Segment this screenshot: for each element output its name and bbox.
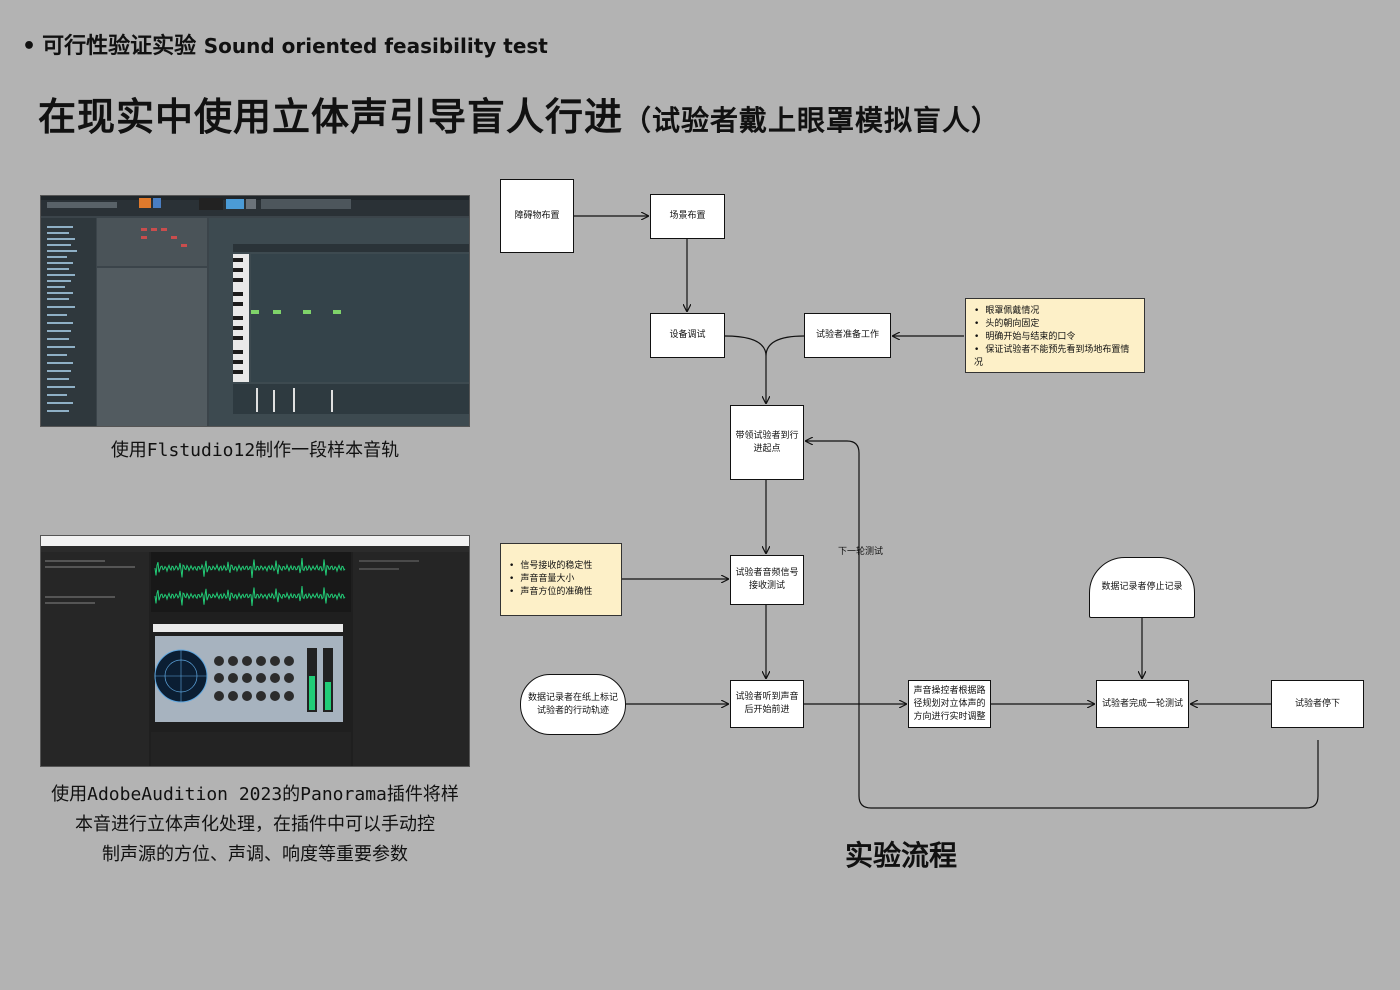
- node-obstacle-setup: 障碍物布置: [500, 179, 574, 253]
- note-item: 声音音量大小: [509, 573, 615, 586]
- node-operator-adjust: 声音操控者根据路径规划对立体声的方向进行实时调整: [908, 680, 991, 728]
- node-scene-setup: 场景布置: [650, 194, 725, 239]
- node-round-complete: 试验者完成一轮测试: [1096, 680, 1189, 728]
- edge-loop-next-round: [806, 441, 1319, 809]
- note-item: 头的朝向固定: [974, 318, 1138, 331]
- bullet-icon: •: [22, 34, 37, 59]
- note-item: 信号接收的稳定性: [509, 560, 615, 573]
- subtitle-en: Sound oriented feasibility test: [203, 34, 548, 58]
- audition-caption: 使用AdobeAudition 2023的Panorama插件将样 本音进行立体…: [40, 780, 470, 870]
- subtitle-cn: 可行性验证实验: [42, 34, 197, 59]
- note-prep-checklist: 眼罩佩戴情况 头的朝向固定 明确开始与结束的口令 保证试验者不能预先看到场地布置…: [965, 298, 1145, 373]
- flstudio-screenshot: [40, 195, 470, 427]
- note-item: 眼罩佩戴情况: [974, 305, 1138, 318]
- audition-caption-line: 制声源的方位、声调、响度等重要参数: [102, 844, 408, 865]
- page-title: 在现实中使用立体声引导盲人行进（试验者戴上眼罩模拟盲人）: [38, 86, 1000, 141]
- loop-label: 下一轮测试: [838, 547, 884, 557]
- audition-caption-line: 本音进行立体声化处理，在插件中可以手动控: [75, 814, 435, 835]
- flstudio-mock-graphic: [41, 196, 469, 426]
- note-item: 保证试验者不能预先看到场地布置情况: [974, 344, 1138, 370]
- note-item: 声音方位的准确性: [509, 586, 615, 599]
- note-test-criteria: 信号接收的稳定性 声音音量大小 声音方位的准确性: [500, 543, 622, 616]
- node-lead-to-start: 带领试验者到行进起点: [730, 405, 804, 480]
- headline-main: 在现实中使用立体声引导盲人行进: [38, 95, 624, 139]
- node-audio-signal-test: 试验者音频信号接收测试: [730, 555, 804, 605]
- node-participant-prep: 试验者准备工作: [804, 313, 891, 358]
- audition-caption-line: 使用AdobeAudition 2023的Panorama插件将样: [51, 784, 459, 805]
- flstudio-caption: 使用Flstudio12制作一段样本音轨: [110, 440, 400, 461]
- node-participant-stop: 试验者停下: [1271, 680, 1364, 728]
- node-recorder-track: 数据记录者在纸上标记试验者的行动轨迹: [520, 674, 626, 735]
- audition-mock-graphic: [41, 536, 469, 766]
- audition-screenshot: [40, 535, 470, 767]
- note-item: 明确开始与结束的口令: [974, 331, 1138, 344]
- node-device-debug: 设备调试: [650, 313, 725, 358]
- flowchart-title: 实验流程: [845, 839, 958, 872]
- edge-merge-lead: [724, 335, 805, 403]
- headline-paren: （试验者戴上眼罩模拟盲人）: [623, 104, 1001, 137]
- node-hear-and-start: 试验者听到声音后开始前进: [730, 680, 804, 728]
- section-subtitle: •可行性验证实验 Sound oriented feasibility test: [22, 28, 548, 60]
- node-recorder-stop: 数据记录者停止记录: [1089, 557, 1195, 618]
